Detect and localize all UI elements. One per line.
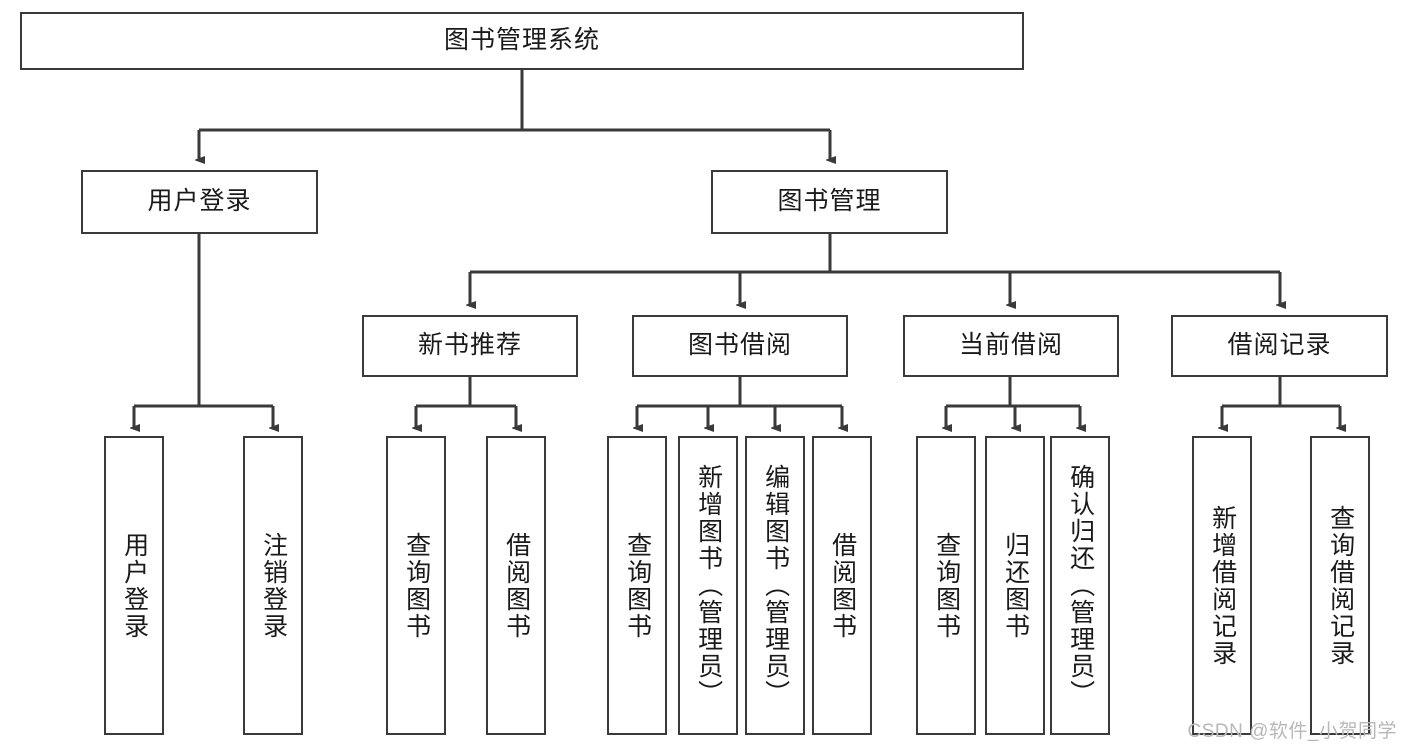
node-label: 查询图书 <box>402 531 431 640</box>
node-label: 当前借阅 <box>958 331 1063 360</box>
leaf-current-borrow-confirm-return-admin[interactable]: 确认归还（管理员） <box>1050 436 1110 735</box>
node-label: 新书推荐 <box>417 331 522 360</box>
leaf-new-book-borrow-book[interactable]: 借阅图书 <box>486 436 546 735</box>
leaf-user-login-logout[interactable]: 注销登录 <box>243 436 303 735</box>
leaf-book-borrow-query-book[interactable]: 查询图书 <box>607 436 667 735</box>
leaf-new-book-query-book[interactable]: 查询图书 <box>386 436 446 735</box>
node-label: 注销登录 <box>259 531 288 640</box>
leaf-book-borrow-borrow-book[interactable]: 借阅图书 <box>812 436 872 735</box>
node-label: 新增借阅记录 <box>1208 504 1237 667</box>
node-label: 用户登录 <box>120 531 149 640</box>
node-new-book-recommend[interactable]: 新书推荐 <box>362 315 578 377</box>
node-label: 查询借阅记录 <box>1326 504 1355 667</box>
node-label: 图书管理 <box>777 187 882 216</box>
leaf-current-borrow-return-book[interactable]: 归还图书 <box>985 436 1045 735</box>
node-book-management[interactable]: 图书管理 <box>711 170 948 234</box>
csdn-watermark: CSDN @软件_小贺同学 <box>1187 721 1397 742</box>
leaf-book-borrow-add-book-admin[interactable]: 新增图书（管理员） <box>678 436 738 735</box>
node-root-book-management-system[interactable]: 图书管理系统 <box>20 12 1024 70</box>
leaf-current-borrow-query-book[interactable]: 查询图书 <box>916 436 976 735</box>
node-label: 用户登录 <box>147 187 252 216</box>
node-label: 借阅图书 <box>828 531 857 640</box>
node-label: 归还图书 <box>1001 531 1030 640</box>
node-borrow-record[interactable]: 借阅记录 <box>1171 315 1388 377</box>
node-label: 借阅记录 <box>1227 331 1332 360</box>
node-label: 查询图书 <box>932 531 961 640</box>
node-label: 编辑图书（管理员） <box>761 464 790 707</box>
node-label: 新增图书（管理员） <box>694 464 723 707</box>
node-book-borrow[interactable]: 图书借阅 <box>632 315 848 377</box>
node-label: 图书借阅 <box>687 331 792 360</box>
leaf-user-login-login[interactable]: 用户登录 <box>104 436 164 735</box>
node-label: 借阅图书 <box>502 531 531 640</box>
leaf-borrow-record-query-record[interactable]: 查询借阅记录 <box>1310 436 1370 735</box>
node-label: 确认归还（管理员） <box>1066 464 1095 707</box>
node-label: 查询图书 <box>623 531 652 640</box>
node-user-login[interactable]: 用户登录 <box>81 170 318 234</box>
leaf-borrow-record-add-record[interactable]: 新增借阅记录 <box>1192 436 1252 735</box>
node-label: 图书管理系统 <box>443 26 600 55</box>
leaf-book-borrow-edit-book-admin[interactable]: 编辑图书（管理员） <box>745 436 805 735</box>
node-current-borrow[interactable]: 当前借阅 <box>903 315 1119 377</box>
